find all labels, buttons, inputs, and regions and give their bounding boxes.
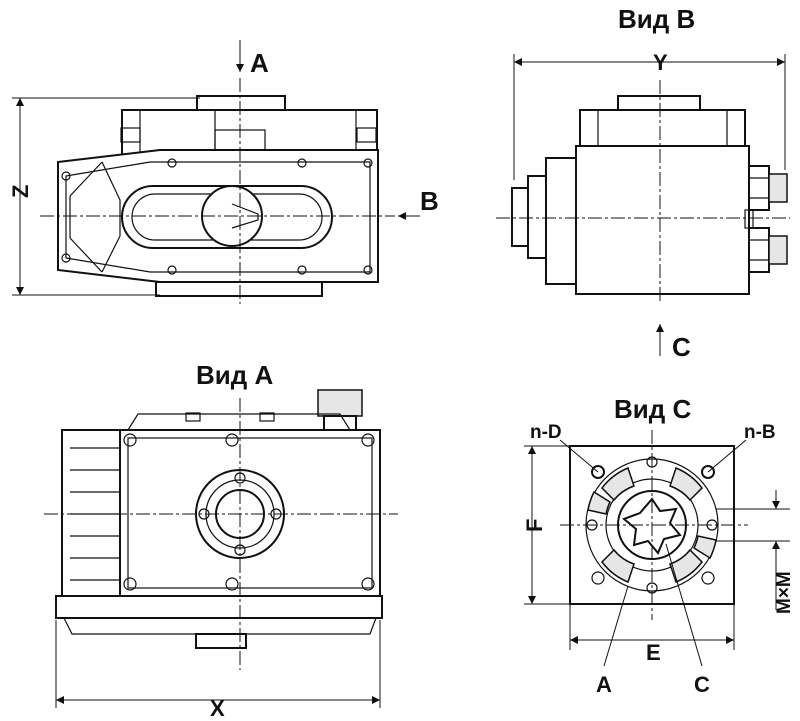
dim-z-label: Z [8, 185, 33, 198]
bottom-view [524, 430, 790, 667]
arrow-c-label: C [672, 332, 691, 362]
side-view [496, 54, 790, 356]
label-n-d: n-D [530, 422, 562, 443]
dim-e-label: E [646, 640, 661, 665]
dim-f-label: F [522, 519, 547, 532]
dim-x-label: X [210, 696, 225, 721]
front-view [12, 40, 420, 304]
dim-y-label: Y [653, 50, 668, 75]
view-a-title: Вид A [196, 360, 273, 390]
label-n-b: n-B [744, 422, 776, 443]
view-b-title: Вид B [618, 4, 695, 34]
arrow-a-label: A [250, 48, 269, 78]
dim-mm-label: M×M [774, 571, 795, 614]
top-view [44, 389, 398, 708]
label-c: C [694, 672, 710, 697]
label-a: A [596, 672, 612, 697]
view-c-title: Вид C [614, 394, 691, 424]
arrow-b-label: B [420, 186, 439, 216]
